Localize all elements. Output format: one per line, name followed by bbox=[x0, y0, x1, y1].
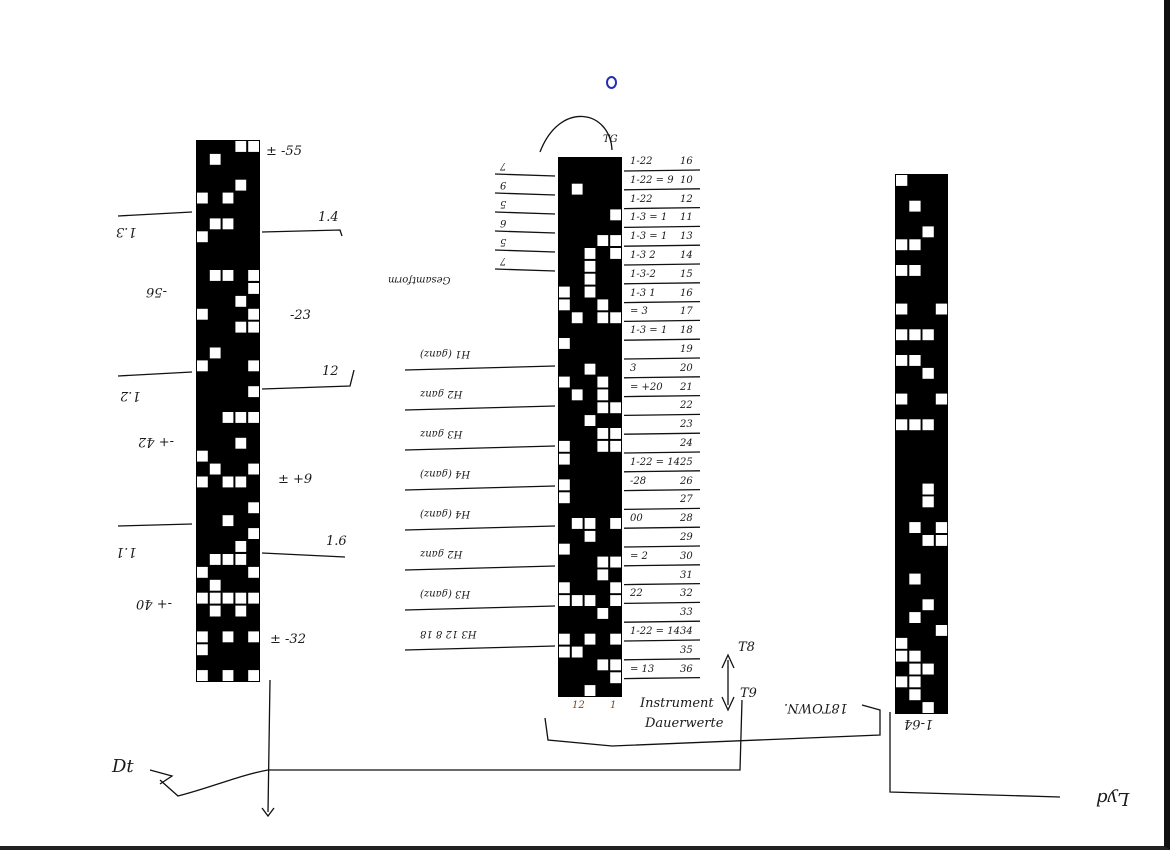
top-left-misc-note: Gesamtform bbox=[388, 274, 451, 285]
signature: Lyd bbox=[1096, 788, 1130, 809]
middle-row-formula: = +20 bbox=[630, 381, 663, 393]
middle-row-number: 22 bbox=[680, 400, 693, 412]
middle-row-number: 10 bbox=[680, 174, 693, 186]
middle-row-formula: 1-3 2 bbox=[630, 250, 656, 261]
middle-row-number: 23 bbox=[680, 419, 693, 431]
middle-row-number: 17 bbox=[680, 306, 693, 318]
middle-left-row-value: 5 bbox=[500, 198, 507, 209]
middle-row-formula: 1-22 bbox=[630, 193, 653, 205]
middle-row-number: 20 bbox=[680, 362, 693, 374]
middle-row-number: 19 bbox=[680, 344, 693, 355]
middle-row-formula: 1-22 = 14 bbox=[630, 456, 680, 468]
middle-row-number: 34 bbox=[680, 626, 693, 637]
middle-row-formula: 1-3 1 bbox=[630, 287, 656, 299]
right-strip-bottom-label: 1-64 bbox=[904, 716, 934, 731]
middle-row-number: 27 bbox=[680, 494, 693, 506]
middle-row-number: 33 bbox=[680, 607, 693, 619]
pattern-strip-left bbox=[196, 140, 260, 682]
middle-row-number: 15 bbox=[680, 268, 693, 280]
middle-row-formula: = 13 bbox=[630, 663, 655, 675]
middle-row-formula: 1-3 = 1 bbox=[630, 212, 668, 224]
middle-row-number: 21 bbox=[680, 381, 693, 393]
middle-left-note: H2 ganz bbox=[420, 388, 463, 399]
middle-left-row-value: 5 bbox=[500, 236, 507, 247]
left-annot-r-0: ± -55 bbox=[266, 144, 302, 159]
middle-row-number: 16 bbox=[680, 287, 693, 299]
middle-row-number: 16 bbox=[680, 156, 693, 167]
middle-row-formula: 1-3-2 bbox=[630, 268, 656, 280]
middle-left-note: H4 (ganz) bbox=[420, 468, 471, 479]
left-annot-r-1: 1.4 bbox=[318, 210, 339, 225]
middle-row-number: 28 bbox=[680, 513, 693, 525]
left-annot-r-2: -23 bbox=[290, 308, 311, 323]
middle-row-number: 29 bbox=[680, 532, 693, 543]
left-annot-l-1: -56 bbox=[146, 284, 167, 299]
left-annot-l-0: 1.3 bbox=[116, 224, 137, 239]
left-annot-l-2: 1.2 bbox=[120, 388, 141, 403]
instrument-note-2: Dauerwerte bbox=[645, 716, 724, 731]
middle-row-number: 26 bbox=[680, 475, 693, 487]
middle-row-formula: 1-3 = 1 bbox=[630, 325, 668, 337]
middle-row-number: 12 bbox=[680, 193, 693, 205]
middle-left-note: H3 (ganz) bbox=[420, 588, 471, 599]
instrument-note: Instrument bbox=[640, 696, 714, 711]
middle-row-number: 36 bbox=[680, 663, 693, 675]
middle-row-number: 30 bbox=[680, 550, 693, 562]
middle-row-formula: 1-22 bbox=[630, 156, 653, 167]
arrow-label-t9: T9 bbox=[740, 686, 757, 701]
blue-ink-mark bbox=[606, 76, 617, 89]
mid-right-text: 18TOWN. bbox=[784, 700, 848, 715]
middle-bottom-label-1: 1 bbox=[610, 700, 617, 711]
middle-left-row-value: 6 bbox=[500, 217, 507, 228]
middle-row-number: 13 bbox=[680, 231, 693, 243]
middle-left-note: H4 (ganz) bbox=[420, 508, 471, 519]
middle-bottom-label-0: 12 bbox=[572, 700, 585, 711]
left-annot-r-3: 12 bbox=[322, 364, 339, 379]
middle-left-note: H3 ganz bbox=[420, 428, 463, 439]
middle-left-row-value: 7 bbox=[500, 160, 507, 171]
middle-left-row-value: 7 bbox=[500, 255, 507, 266]
pattern-strip-middle bbox=[558, 157, 622, 697]
middle-row-number: 35 bbox=[680, 644, 693, 656]
middle-row-number: 18 bbox=[680, 325, 693, 337]
middle-row-formula: 3 bbox=[630, 362, 637, 374]
middle-row-formula: = 3 bbox=[630, 306, 648, 318]
middle-top-label: TG bbox=[603, 134, 618, 145]
middle-row-formula: 22 bbox=[630, 588, 643, 600]
middle-row-number: 25 bbox=[680, 456, 693, 468]
middle-row-formula: 1-22 = 9 bbox=[630, 174, 674, 186]
middle-row-number: 32 bbox=[680, 588, 693, 600]
arrow-label-t8: T8 bbox=[738, 640, 755, 655]
middle-row-formula: 00 bbox=[630, 513, 643, 525]
middle-row-formula: -28 bbox=[630, 475, 647, 487]
middle-row-number: 14 bbox=[680, 250, 693, 261]
middle-left-row-value: 9 bbox=[500, 179, 507, 190]
middle-left-note: H1 (ganz) bbox=[420, 348, 471, 359]
middle-row-number: 24 bbox=[680, 438, 693, 449]
pattern-strip-right bbox=[895, 174, 948, 714]
left-annot-l-4: 1.1 bbox=[116, 544, 137, 559]
left-annot-r-5: 1.6 bbox=[326, 534, 347, 549]
left-annot-r-6: ± -32 bbox=[270, 632, 306, 647]
middle-row-formula: 1-3 = 1 bbox=[630, 231, 668, 243]
middle-row-formula: 1-22 = 14 bbox=[630, 626, 680, 637]
left-annot-l-5: -+ 40 bbox=[136, 596, 172, 611]
bottom-left-label: Dt bbox=[112, 756, 134, 777]
middle-row-number: 11 bbox=[680, 212, 693, 224]
middle-left-note: H3 12 8 18 bbox=[420, 628, 477, 639]
left-annot-r-4: ± +9 bbox=[278, 472, 313, 487]
middle-row-formula: = 2 bbox=[630, 550, 648, 562]
middle-row-number: 31 bbox=[680, 569, 693, 581]
left-annot-l-3: -+ 42 bbox=[138, 434, 174, 449]
middle-left-note: H2 ganz bbox=[420, 548, 463, 559]
